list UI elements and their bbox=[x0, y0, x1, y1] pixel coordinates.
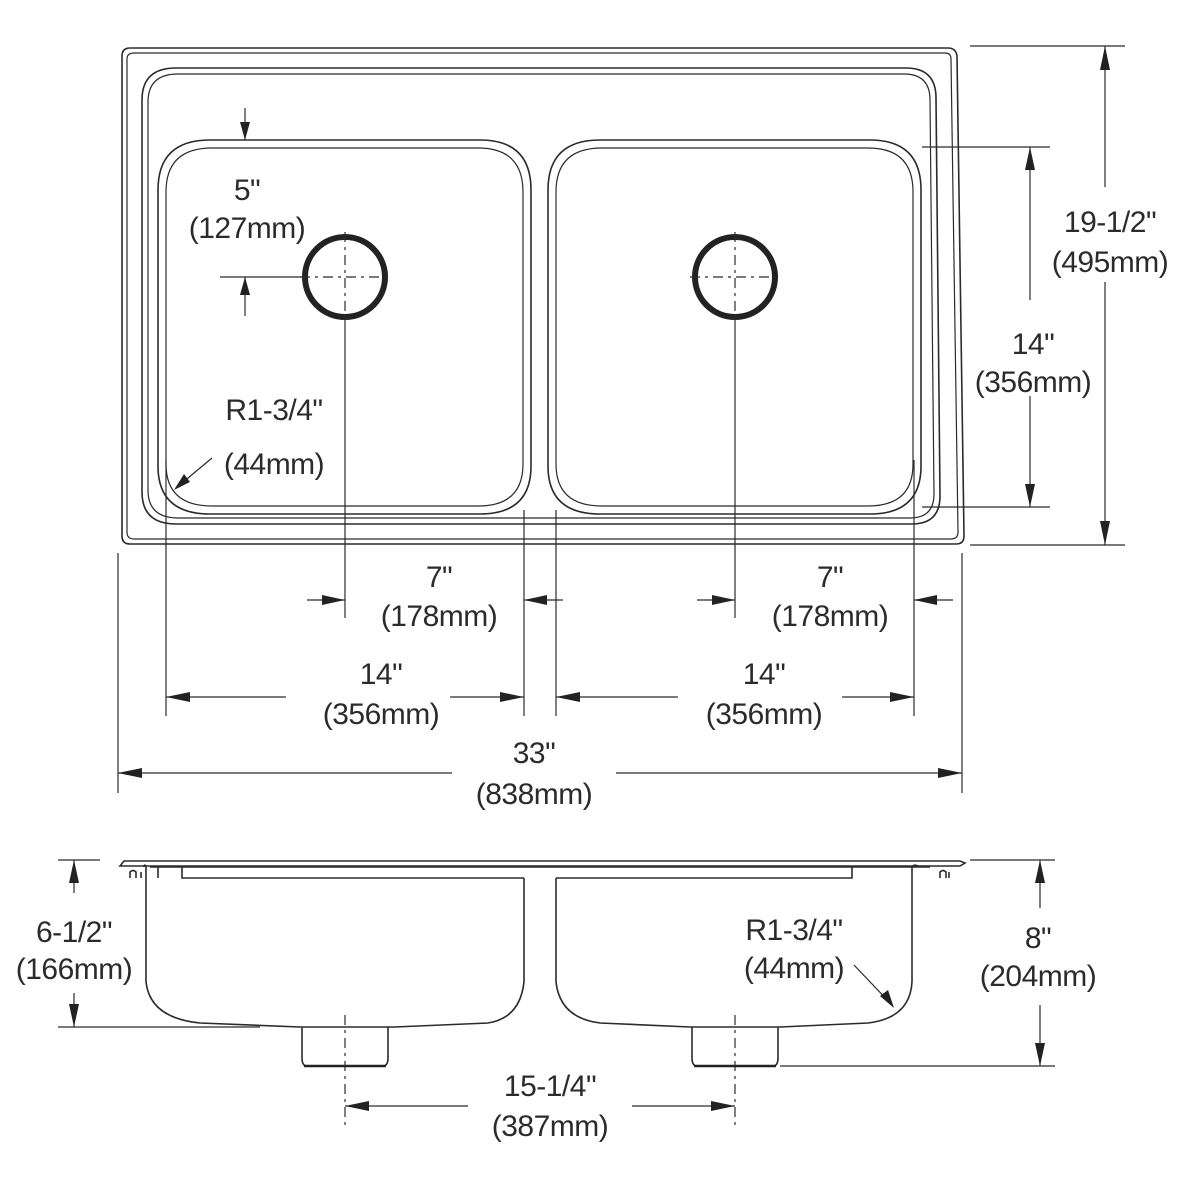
arrow-right-icon bbox=[938, 768, 962, 778]
dim-left-bowl-width-in: 14" bbox=[360, 658, 403, 691]
mounting-clip-right bbox=[939, 869, 950, 878]
arrow-left-icon bbox=[914, 595, 937, 605]
arrow-down-icon bbox=[69, 1004, 79, 1027]
arrow-right-icon bbox=[712, 595, 735, 605]
arrow-up-icon bbox=[1100, 46, 1110, 70]
arrow-left-icon bbox=[524, 595, 547, 605]
arrow-left-icon bbox=[166, 692, 190, 702]
right-bowl-section bbox=[555, 864, 919, 1028]
left-bowl-outline bbox=[157, 139, 532, 515]
mounting-clip-left bbox=[129, 869, 142, 878]
dim-overall-height-in: 8" bbox=[1025, 922, 1051, 955]
dim-corner-radius-mm: (44mm) bbox=[224, 448, 324, 481]
front-section-view: 6-1/2" (166mm) 8" (204mm) R1-3/4" (44mm)… bbox=[16, 859, 1097, 1143]
dim-right-bowl-width-in: 14" bbox=[743, 658, 786, 691]
arrow-up-icon bbox=[69, 860, 79, 883]
arrow-right-icon bbox=[322, 595, 345, 605]
dim-section-radius-mm: (44mm) bbox=[744, 952, 844, 985]
sink-outer-rim-inner bbox=[126, 52, 959, 540]
arrow-right-icon bbox=[890, 692, 914, 702]
dim-bowl-depth-section-in: 6-1/2" bbox=[36, 916, 112, 949]
dim-overall-width-in: 33" bbox=[513, 737, 556, 770]
arrow-left-icon bbox=[345, 1101, 369, 1111]
dim-bowl-depth-in: 14" bbox=[1012, 328, 1055, 361]
arrow-up-icon bbox=[1025, 147, 1035, 170]
arrow-down-icon bbox=[240, 122, 250, 140]
arrow-right-icon bbox=[500, 692, 524, 702]
dim-drain-spacing-in: 15-1/4" bbox=[504, 1070, 596, 1103]
sink-flange bbox=[118, 860, 967, 867]
dim-overall-height-mm: (204mm) bbox=[980, 960, 1097, 993]
dim-drain-offset-in: 5" bbox=[234, 174, 260, 207]
arrow-left-icon bbox=[118, 768, 142, 778]
top-view: 5" (127mm) R1-3/4" (44mm) 14" (356mm) 19… bbox=[117, 45, 1169, 811]
arrow-right-icon bbox=[711, 1101, 735, 1111]
dim-bowl-depth-section-mm: (166mm) bbox=[16, 953, 133, 986]
dim-overall-width-mm: (838mm) bbox=[476, 778, 593, 811]
radius-arrow-icon bbox=[880, 990, 894, 1008]
radius-arrow-icon bbox=[174, 474, 190, 490]
dim-overall-depth-mm: (495mm) bbox=[1052, 246, 1169, 279]
dim-drain-spacing-mm: (387mm) bbox=[492, 1110, 609, 1143]
dim-right-bowl-width-mm: (356mm) bbox=[706, 698, 823, 731]
dim-corner-radius-in: R1-3/4" bbox=[225, 394, 322, 427]
dim-left-bowl-width-mm: (356mm) bbox=[323, 698, 440, 731]
right-bowl-outline bbox=[547, 139, 922, 515]
dim-right-drain-edge-in: 7" bbox=[817, 561, 843, 594]
deck-inner-edge-2 bbox=[147, 73, 935, 519]
arrow-down-icon bbox=[1100, 521, 1110, 545]
dim-section-radius-in: R1-3/4" bbox=[745, 914, 842, 947]
arrow-up-icon bbox=[240, 277, 250, 295]
arrow-down-icon bbox=[1035, 1043, 1045, 1066]
arrow-left-icon bbox=[556, 692, 580, 702]
dim-left-drain-edge-mm: (178mm) bbox=[381, 600, 498, 633]
dim-overall-depth-in: 19-1/2" bbox=[1064, 206, 1156, 239]
dim-bowl-depth-mm: (356mm) bbox=[975, 366, 1092, 399]
deck-inner-edge bbox=[141, 67, 941, 525]
arrow-up-icon bbox=[1035, 860, 1045, 883]
arrow-down-icon bbox=[1025, 484, 1035, 507]
dim-drain-offset-mm: (127mm) bbox=[189, 212, 306, 245]
dim-right-drain-edge-mm: (178mm) bbox=[772, 600, 889, 633]
left-bowl-section bbox=[143, 864, 525, 1028]
sink-outer-rim bbox=[121, 47, 965, 545]
dim-left-drain-edge-in: 7" bbox=[426, 561, 452, 594]
